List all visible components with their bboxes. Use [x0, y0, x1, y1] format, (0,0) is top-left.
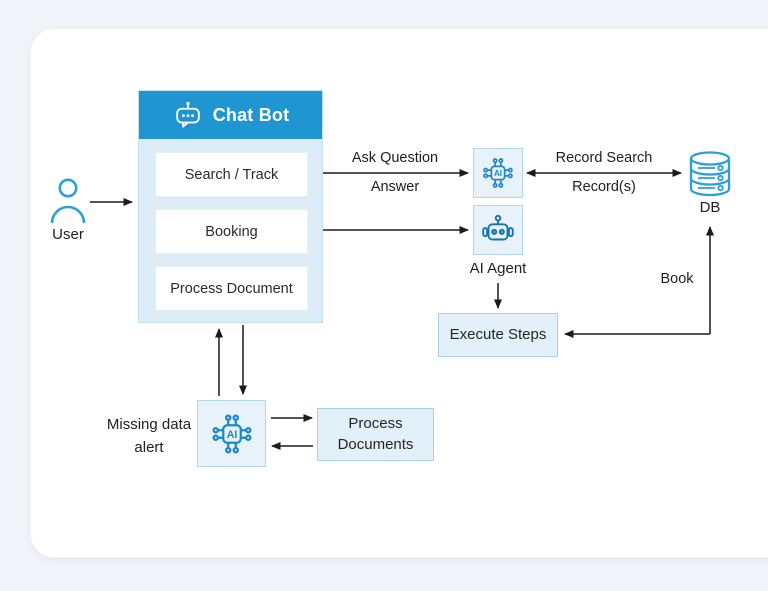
- ai-chip-text: AI: [494, 169, 502, 178]
- ai-chip-text: AI: [226, 429, 237, 441]
- edge-label-ask-question: Ask Question: [351, 150, 439, 166]
- edge-label-book: Book: [660, 271, 694, 287]
- chatbot-title: Chat Bot: [212, 104, 290, 125]
- ai-agent-label: AI Agent: [469, 260, 527, 277]
- database-icon: [689, 151, 731, 197]
- missing-data-alert-label: Missing data alert: [106, 416, 192, 456]
- edge-label-records: Record(s): [572, 179, 636, 195]
- chatbot-item-booking: Booking: [155, 209, 308, 254]
- execute-steps-box: Execute Steps: [438, 313, 558, 357]
- ai-agent-tile: [473, 205, 523, 255]
- process-documents-box: Process Documents: [317, 408, 434, 461]
- user-label: User: [52, 226, 84, 243]
- chatbot-item-search-track: Search / Track: [155, 152, 308, 197]
- db-label: DB: [699, 199, 721, 216]
- robot-icon: [482, 214, 514, 241]
- chatbot-panel: Chat Bot Search / Track Booking Process …: [138, 90, 323, 323]
- chatbot-icon: [175, 101, 200, 128]
- missing-data-ai-chip-tile: AI: [197, 400, 266, 467]
- edge-label-answer: Answer: [370, 179, 420, 195]
- chatbot-header: Chat Bot: [139, 91, 322, 139]
- user-icon: [50, 178, 86, 224]
- ai-chip-tile: AI: [473, 148, 523, 198]
- ai-chip-icon: AI: [212, 414, 251, 453]
- ai-chip-icon: AI: [483, 158, 513, 188]
- chatbot-item-process-document: Process Document: [155, 266, 308, 311]
- edge-label-record-search: Record Search: [555, 150, 653, 166]
